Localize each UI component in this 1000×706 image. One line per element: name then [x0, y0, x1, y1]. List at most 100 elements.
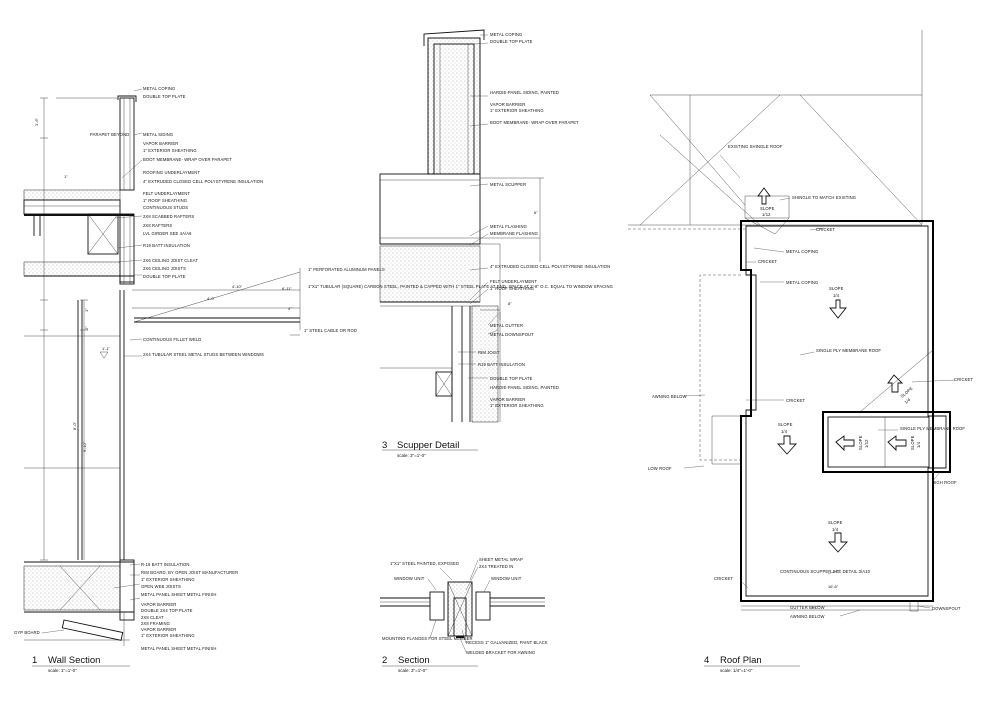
scupper-note: METAL SCUPPER — [490, 182, 526, 187]
wall-note: 1" PERFORATED ALUMINUM PANELS — [308, 267, 385, 272]
svg-text:1/4: 1/4 — [903, 397, 911, 405]
slope-arrow: SLOPE 1/4 — [887, 435, 921, 452]
detail-number: 3 — [382, 440, 387, 451]
wall-note: METAL PANEL SHEET METAL FINISH — [141, 592, 217, 597]
roof-note: DOWNSPOUT — [932, 606, 961, 611]
svg-text:1/12: 1/12 — [864, 439, 869, 448]
section-note: 1"X1" STEEL PAINTED, EXPOSED — [390, 561, 459, 566]
scupper-dim: 6" — [534, 210, 538, 215]
wall-note: 2X6 CEILING JOISTS — [143, 266, 186, 271]
roof-note: SINGLE PLY MEMBRANE ROOF — [900, 426, 965, 431]
wall-note: 1" EXTERIOR SHEATHING — [141, 633, 195, 638]
svg-text:SLOPE: SLOPE — [910, 435, 915, 450]
roof-note: SHINGLE TO MATCH EXISTING — [792, 195, 856, 200]
wall-dim: 4'-0" — [207, 296, 216, 301]
wall-dim: 1'-1" — [102, 346, 111, 351]
scupper-note: 1" EXTERIOR SHEATHING — [490, 108, 544, 113]
roof-note: AWNING BELOW — [652, 394, 687, 399]
section-note: WELDED BRACKET FOR AWNING — [466, 650, 535, 655]
roof-plan-detail: SLOPE 1/12 SLOPE 1/4 SLOPE 1/4 SLOPE 1/4… — [628, 30, 973, 673]
wall-dim: 2" — [84, 326, 89, 330]
roof-note: CRICKET — [786, 398, 805, 403]
wall-dim: 1" — [64, 174, 68, 179]
wall-note: R-19 BATT INSULATION — [141, 562, 190, 567]
roof-note: CRICKET — [816, 227, 835, 232]
slope-arrow: SLOPE 1/4 — [776, 422, 798, 455]
wall-note: 4" EXTRUDED CLOSED CELL POLYSTYRENE INSU… — [143, 179, 263, 184]
detail-number: 2 — [382, 655, 387, 666]
svg-text:SLOPE: SLOPE — [899, 386, 913, 399]
scupper-note: VAPOR BARRIER — [490, 102, 525, 107]
roof-note: AWNING BELOW — [790, 614, 825, 619]
roof-note: METAL COPING — [786, 249, 818, 254]
window-section-detail: 1"X1" STEEL PAINTED, EXPOSED WINDOW UNIT… — [380, 557, 548, 673]
wall-dim: 4" — [288, 306, 292, 311]
svg-text:SLOPE: SLOPE — [829, 286, 844, 291]
wall-note: 2X8 CLEAT — [141, 615, 164, 620]
wall-note: DOUBLE TOP PLATE — [143, 94, 186, 99]
wall-dim: 9'-10" — [82, 441, 87, 452]
roof-note: CRICKET — [758, 259, 777, 264]
wall-note: METAL PANEL SHEET METAL FINISH — [141, 646, 217, 651]
wall-note: DOUBLE 2X4 TOP PLATE — [141, 608, 193, 613]
section-note: RECESS 1" GALVANIZED, PAINT BLACK — [466, 640, 548, 645]
wall-note: RIM BOARD, BY OPEN JOIST MANUFACTURER — [141, 570, 238, 575]
slope-arrow: SLOPE 1/4 — [829, 286, 847, 319]
wall-note: 2X8 FRAMING — [141, 621, 170, 626]
slope-arrow: SLOPE 1/12 — [835, 435, 869, 452]
wall-note: 2X8 RAFTERS — [143, 223, 172, 228]
svg-text:SLOPE: SLOPE — [828, 520, 843, 525]
wall-note: GYP BOARD — [14, 630, 40, 635]
scupper-note: DOUBLE TOP PLATE — [490, 376, 533, 381]
wall-note: OPEN WEB JOISTS — [141, 584, 181, 589]
scupper-note: R19 BATT INSULATION — [478, 362, 525, 367]
svg-text:1/12: 1/12 — [762, 212, 771, 217]
wall-dim: 8'-0" — [72, 421, 77, 430]
wall-note: 2X8 SCABBED RAFTERS — [143, 214, 194, 219]
roof-note: EXISTING SHINGLE ROOF — [728, 144, 783, 149]
roof-note: HIGH ROOF — [932, 480, 957, 485]
detail-title: Section — [398, 655, 430, 666]
wall-note: 1" EXTERIOR SHEATHING — [143, 148, 197, 153]
svg-text:SLOPE: SLOPE — [858, 435, 863, 450]
roof-dim: 16'-6" — [828, 584, 839, 589]
wall-note: PARAPET BEYOND — [90, 132, 129, 137]
scupper-note: BOOT MEMBRANE- WRAP OVER PARAPET — [490, 120, 579, 125]
scupper-note: FELT UNDERLAYMENT — [490, 279, 537, 284]
roof-note: LOW ROOF — [648, 466, 672, 471]
wall-note: ROOFING UNDERLAYMENT — [143, 170, 200, 175]
wall-section-detail: METAL COPING DOUBLE TOP PLATE METAL SIDI… — [14, 86, 613, 673]
wall-note: 2X4 TUBULAR STEEL METAL STUDS BETWEEN WI… — [143, 352, 264, 357]
detail-number: 4 — [704, 655, 709, 666]
section-note: 2X4 TREATED IN — [479, 564, 514, 569]
slope-arrow: SLOPE 1/4 — [887, 374, 914, 405]
svg-text:1/4: 1/4 — [832, 527, 839, 532]
scupper-detail: METAL COPING DOUBLE TOP PLATE HARDIE-PAN… — [379, 29, 610, 458]
scupper-dim: 8" — [508, 301, 512, 306]
scupper-note: 1" ROOF SHEATHING — [490, 286, 534, 291]
wall-note: VAPOR BARRIER — [141, 627, 176, 632]
roof-note: CRICKET — [954, 377, 973, 382]
detail-title: Roof Plan — [720, 655, 762, 666]
detail-scale: scale: 3"=1'-0" — [398, 668, 427, 673]
scupper-note: VAPOR BARRIER — [490, 397, 525, 402]
svg-text:SLOPE: SLOPE — [760, 206, 775, 211]
svg-text:1/4: 1/4 — [833, 293, 840, 298]
slope-arrow: SLOPE 1/4 — [827, 520, 849, 553]
roof-note: GUTTER BELOW — [790, 605, 825, 610]
wall-dim: 6'-11" — [282, 286, 292, 291]
scupper-note: 1" EXTERIOR SHEATHING — [490, 403, 544, 408]
wall-note: 2X6 CEILING JOIST CLEAT — [143, 258, 198, 263]
svg-text:1/4: 1/4 — [781, 429, 788, 434]
section-note: WINDOW UNIT — [394, 576, 425, 581]
slope-arrow: SLOPE 1/12 — [757, 187, 775, 217]
roof-note: METAL COPING — [786, 280, 818, 285]
wall-note: R19 BATT INSULATION — [143, 243, 190, 248]
scupper-note: HARDIE-PANEL SIDING, PAINTED — [490, 385, 559, 390]
scupper-note: HARDIE-PANEL SIDING, PAINTED — [490, 90, 559, 95]
section-note: WINDOW UNIT — [491, 576, 522, 581]
svg-text:SLOPE: SLOPE — [778, 422, 793, 427]
wall-note: BOOT MEMBRANE- WRAP OVER PARAPET — [143, 157, 232, 162]
scupper-note: RIM JOIST — [478, 350, 500, 355]
wall-note: CONTINUOUS STUDS — [143, 205, 188, 210]
